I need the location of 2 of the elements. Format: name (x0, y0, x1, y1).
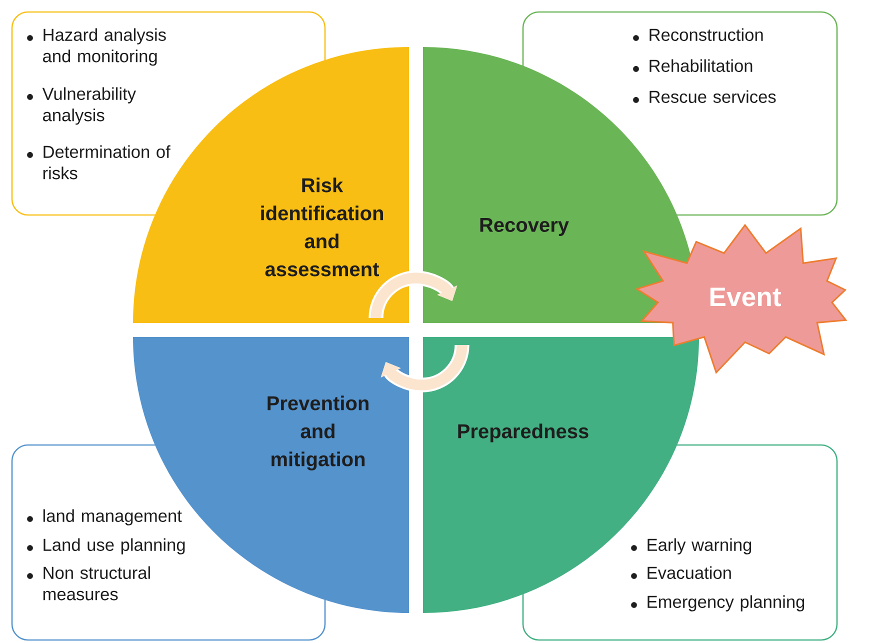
cycle-arrow (368, 270, 458, 318)
cycle-arrow (380, 344, 470, 392)
